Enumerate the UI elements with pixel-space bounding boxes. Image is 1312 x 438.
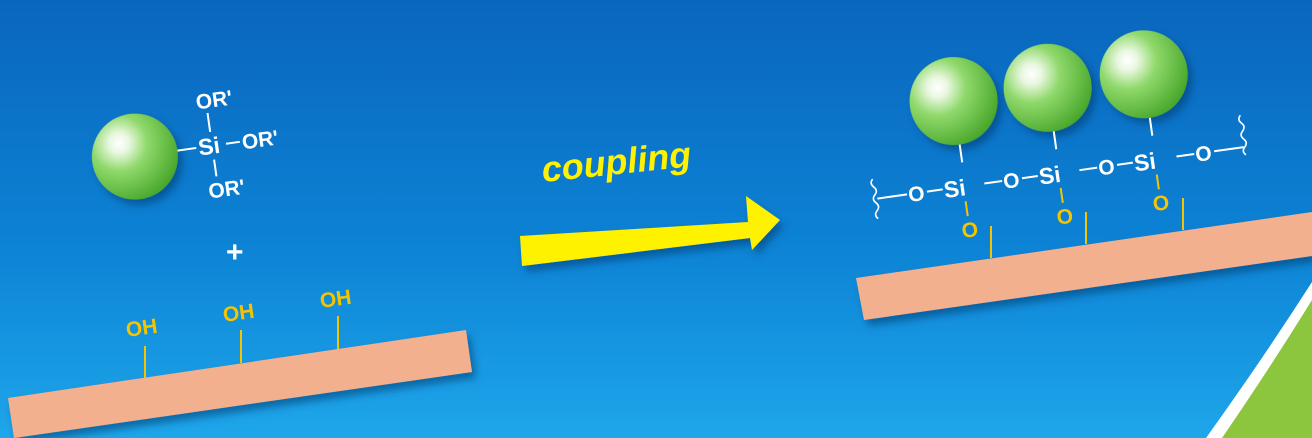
- product-siloxane-network: O Si O Si O Si O O O O: [870, 30, 1248, 243]
- sphere-si-bond-3: [1148, 117, 1154, 136]
- reactant-group: OH OH OH + OR' Si OR' OR': [8, 87, 472, 438]
- silane-top-group: OR': [194, 87, 233, 115]
- chain-bond-3: [1021, 175, 1038, 180]
- chain-bond-6: [1176, 153, 1195, 158]
- reactant-substrate: [8, 330, 472, 438]
- product-sphere-2: [1003, 43, 1092, 132]
- si-anchor-bond-3: [1155, 174, 1160, 190]
- sphere-si-bond-2: [1052, 131, 1058, 150]
- chain-bond-7: [1213, 146, 1244, 153]
- silane-molecule: OR' Si OR' OR': [91, 87, 280, 204]
- sphere-si-bond-1: [958, 144, 964, 163]
- si-anchor-bond-2: [1059, 187, 1064, 203]
- corner-accent-green: [1222, 300, 1312, 438]
- reactant-sphere: [91, 113, 178, 200]
- si-bottom-bond: [213, 159, 218, 177]
- sphere-si-bond: [177, 146, 197, 152]
- chain-bond-5: [1116, 161, 1134, 166]
- chain-atom-si-2: Si: [1037, 161, 1062, 190]
- chain-bond-0: [877, 193, 908, 200]
- silane-right-group: OR': [240, 127, 279, 155]
- product-substrate: [856, 212, 1312, 320]
- coupling-arrow: [520, 196, 780, 266]
- silane-center-atom: Si: [196, 132, 221, 161]
- chain-atom-si-3: Si: [1132, 148, 1157, 177]
- silane-bottom-group: OR': [207, 176, 246, 204]
- chain-bond-1: [926, 188, 943, 193]
- chain-atom-si-1: Si: [942, 174, 967, 203]
- chain-atom-o-1: O: [907, 182, 926, 207]
- hydroxyl-label-2: OH: [221, 300, 255, 327]
- chain-atom-o-2: O: [1002, 169, 1021, 194]
- chain-bond-4: [1079, 166, 1098, 172]
- chain-bond-2: [984, 180, 1003, 185]
- product-sphere-1: [909, 57, 998, 146]
- chain-end-right: [1238, 114, 1248, 156]
- si-right-bond: [225, 140, 240, 145]
- anchor-oxygen-3: O: [1151, 191, 1170, 216]
- si-anchor-bond-1: [964, 201, 969, 217]
- hydroxyl-label-1: OH: [124, 315, 158, 342]
- hydroxyl-label-3: OH: [318, 286, 352, 313]
- si-top-bond: [206, 112, 212, 132]
- anchor-oxygen-1: O: [960, 218, 979, 243]
- chain-atom-o-3: O: [1097, 155, 1116, 180]
- anchor-oxygen-2: O: [1055, 205, 1074, 230]
- product-sphere-3: [1099, 30, 1188, 119]
- product-group: O Si O Si O Si O O O O: [856, 30, 1312, 320]
- chain-atom-o-4: O: [1194, 142, 1213, 167]
- plus-sign: +: [226, 236, 244, 269]
- chain-end-left: [870, 178, 880, 220]
